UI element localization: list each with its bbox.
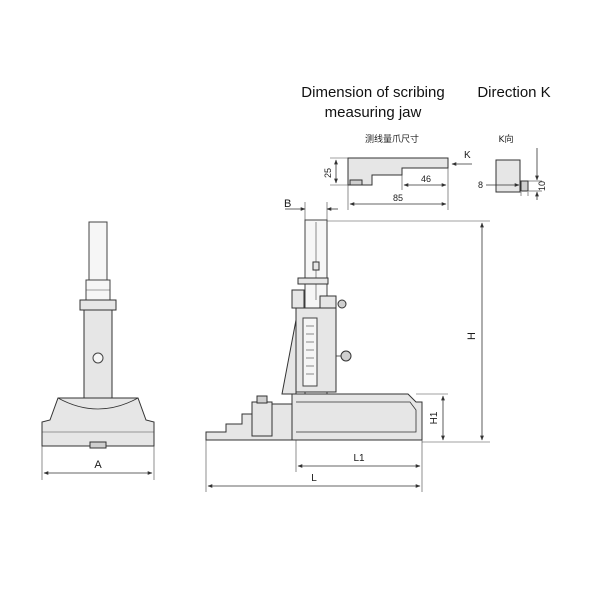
- caption-direction-k-cn: K向: [499, 133, 514, 145]
- side-view: B H H1 L1 L: [205, 198, 490, 492]
- caption-scribing-cn: 测线量爪尺寸: [365, 133, 419, 145]
- dim-L-label: L: [311, 473, 317, 484]
- jaw-tip: [349, 179, 363, 186]
- front-lock-screw: [92, 352, 104, 364]
- front-slider-top: [79, 299, 117, 311]
- side-fine-adjust: [319, 295, 337, 309]
- scriber-clamp-screw: [256, 395, 268, 404]
- k-view-tip: [520, 180, 529, 192]
- dim-H1-label: H1: [429, 411, 440, 424]
- dim-L1-label: L1: [353, 453, 365, 464]
- dim-B-label: B: [284, 198, 291, 210]
- front-beam: [88, 221, 108, 281]
- front-base-foot: [89, 441, 107, 449]
- k-view-block: [495, 159, 521, 193]
- vernier-scale: [302, 317, 318, 387]
- dim-jaw-height: 25: [323, 168, 333, 178]
- dim-jaw-length: 85: [393, 193, 403, 203]
- dim-H-label: H: [466, 332, 478, 340]
- front-base: [41, 397, 155, 447]
- side-scriber-arm: [297, 277, 329, 285]
- caption-direction-k: Direction K: [477, 84, 550, 101]
- side-slider-small: [291, 289, 305, 309]
- side-base: [291, 393, 423, 441]
- dim-k-width: 8: [478, 180, 483, 190]
- caption-scribing-line2: measuring jaw: [325, 104, 422, 121]
- scribing-jaw-detail: Dimension of scribing measuring jaw 测线量爪…: [301, 84, 472, 210]
- jaw-profile: [347, 157, 449, 186]
- side-scriber-steps: [205, 403, 293, 441]
- front-view: A: [41, 221, 155, 480]
- dim-k-height: 10: [537, 181, 547, 191]
- side-scriber-clamp: [251, 401, 273, 437]
- jaw-k-arrow-label: K: [464, 150, 471, 161]
- direction-k-detail: Direction K K向 8 10: [477, 84, 551, 200]
- side-brace: [281, 319, 297, 395]
- beam-slot: [312, 261, 320, 271]
- dim-A-label: A: [94, 459, 102, 471]
- fine-adjust-knob: [337, 299, 347, 309]
- slider-lock-knob: [340, 350, 352, 362]
- dim-jaw-tip: 46: [421, 174, 431, 184]
- caption-scribing-line1: Dimension of scribing: [301, 84, 444, 101]
